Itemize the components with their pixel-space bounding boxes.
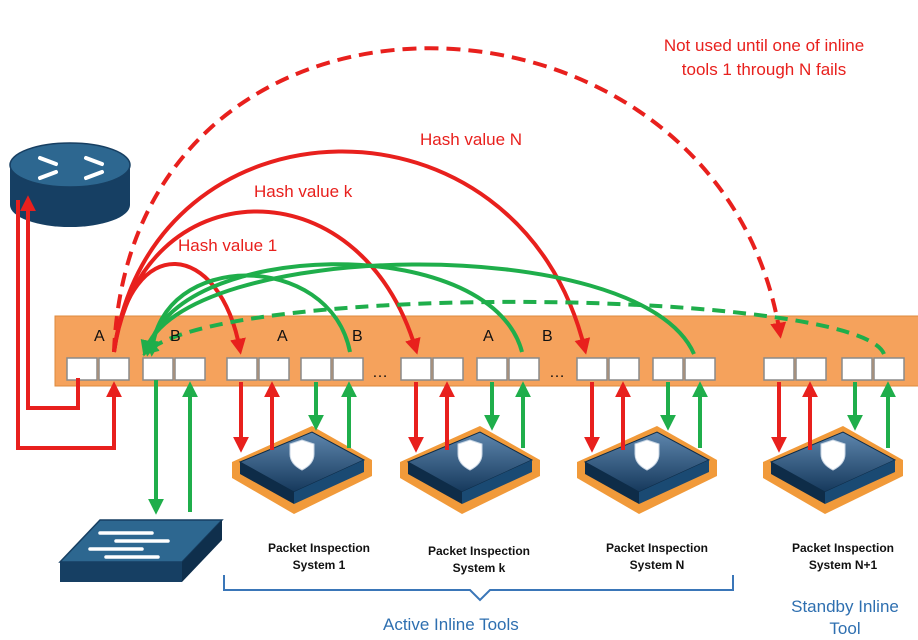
- port-label-a3: A: [483, 328, 494, 345]
- port-tool1-b[interactable]: [258, 357, 290, 381]
- tool-label-k: Packet Inspection System k: [427, 544, 531, 575]
- standby-arc: [112, 46, 787, 353]
- active-tools-bracket: [223, 575, 734, 602]
- server-icon: [577, 426, 717, 514]
- port-label-a2: A: [277, 328, 288, 345]
- port-standby-c[interactable]: [841, 357, 873, 381]
- port-net-b[interactable]: [98, 357, 130, 381]
- router-icon: [9, 142, 131, 227]
- port-tooln-d[interactable]: [684, 357, 716, 381]
- port-label-b2: B: [352, 328, 363, 345]
- port-toolk-a[interactable]: [400, 357, 432, 381]
- ellipsis-1: …: [372, 364, 388, 381]
- port-net-a[interactable]: [66, 357, 98, 381]
- router-link-out: [20, 195, 80, 410]
- tool-links: [233, 381, 896, 453]
- port-toolk-c[interactable]: [476, 357, 508, 381]
- port-label-b3: B: [542, 328, 553, 345]
- standby-tool-label: Standby Inline Tool: [791, 597, 899, 638]
- port-standby-b[interactable]: [795, 357, 827, 381]
- shield-icon: [634, 439, 660, 471]
- return-arc-standby: [142, 299, 886, 356]
- ellipsis-2: …: [549, 364, 565, 381]
- active-tools-label: Active Inline Tools: [383, 615, 519, 634]
- shield-icon: [457, 439, 483, 471]
- hash-label-k: Hash value k: [254, 182, 353, 201]
- port-tooln-a[interactable]: [576, 357, 608, 381]
- port-group: [66, 357, 905, 381]
- hash-label-n: Hash value N: [420, 130, 523, 149]
- port-tooln-b[interactable]: [608, 357, 640, 381]
- shield-icon: [820, 439, 846, 471]
- server-icon: [763, 426, 903, 514]
- port-tool1-c[interactable]: [300, 357, 332, 381]
- port-tool1-d[interactable]: [332, 357, 364, 381]
- router-link-in: [16, 200, 122, 450]
- return-arc-k: [142, 262, 524, 357]
- shield-icon: [289, 439, 315, 471]
- server-icon: [232, 426, 372, 514]
- port-toolk-b[interactable]: [432, 357, 464, 381]
- hash-label-1: Hash value 1: [178, 236, 278, 255]
- standby-note: Not used until one of inline tools 1 thr…: [663, 36, 865, 79]
- port-tooln-c[interactable]: [652, 357, 684, 381]
- tool-label-n: Packet Inspection System N: [605, 541, 709, 572]
- port-sw-b[interactable]: [174, 357, 206, 381]
- port-standby-a[interactable]: [763, 357, 795, 381]
- return-arc-n: [140, 262, 696, 357]
- hash-arc-1: [112, 262, 246, 355]
- port-toolk-d[interactable]: [508, 357, 540, 381]
- switch-icon: [58, 519, 224, 582]
- port-sw-a[interactable]: [142, 357, 174, 381]
- tool-label-1: Packet Inspection System 1: [267, 541, 371, 572]
- port-standby-d[interactable]: [873, 357, 905, 381]
- port-label-b1: B: [170, 328, 181, 345]
- server-icon: [400, 426, 540, 514]
- port-tool1-a[interactable]: [226, 357, 258, 381]
- tool-label-n1: Packet Inspection System N+1: [791, 541, 895, 572]
- hash-arc-n: [112, 149, 591, 355]
- port-label-a1: A: [94, 328, 105, 345]
